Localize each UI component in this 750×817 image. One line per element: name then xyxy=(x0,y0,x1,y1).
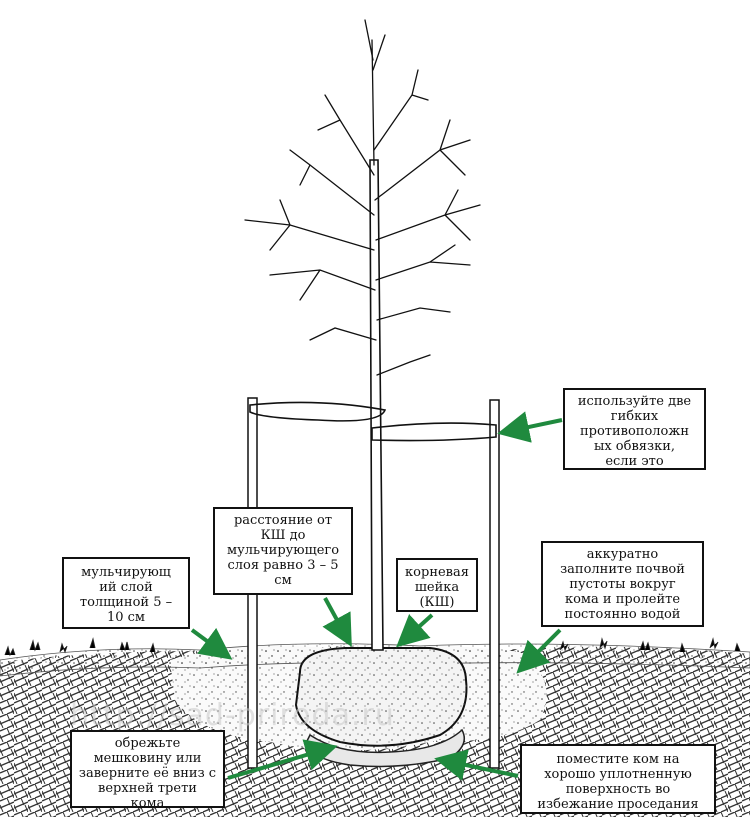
label-fill-soil-line-3: пустоты вокруг xyxy=(569,577,676,592)
arrow-burlap xyxy=(227,739,338,780)
label-mulch-line-3: толщиной 5 – xyxy=(79,595,173,610)
label-compact-line-3: поверхность во xyxy=(565,782,671,797)
grass xyxy=(4,637,741,657)
label-ties-line-5: если это xyxy=(605,454,664,469)
burlap xyxy=(304,728,465,768)
label-mulch-line-2: ий слой xyxy=(99,580,153,595)
label-compact-line-2: хорошо уплотненную xyxy=(544,767,692,782)
label-compact: поместите ком на хорошо уплотненную пове… xyxy=(520,744,716,814)
tree-trunk xyxy=(369,159,384,651)
tree-ties xyxy=(249,401,497,442)
label-distance-line-5: см xyxy=(274,573,292,588)
arrow-root-collar xyxy=(396,613,434,648)
label-burlap: обрежьте мешковину или заверните её вниз… xyxy=(70,730,225,808)
watermark: http://sad-priroda.ru xyxy=(70,698,395,733)
label-fill-soil-line-4: кома и пролейте xyxy=(564,592,681,607)
label-ties-line-4: ых обвязки, xyxy=(594,439,675,454)
label-root-collar-line-1: корневая xyxy=(405,565,469,580)
label-distance-line-1: расстояние от xyxy=(233,513,333,528)
label-burlap-line-2: мешковину или xyxy=(93,751,202,766)
label-burlap-line-1: обрежьте xyxy=(114,736,181,751)
arrow-compact xyxy=(434,749,519,781)
root-ball-texture xyxy=(296,648,467,746)
label-root-collar-line-2: шейка xyxy=(414,580,460,595)
label-ties-line-2: гибких xyxy=(610,409,659,424)
label-burlap-line-5: кома xyxy=(130,796,165,808)
label-root-collar: корневая шейка (КШ) xyxy=(396,558,478,612)
label-root-collar-line-3: (КШ) xyxy=(419,595,455,610)
stake-right xyxy=(489,399,500,769)
label-distance-line-3: мульчирующего xyxy=(226,543,340,558)
arrow-mulch xyxy=(190,627,233,660)
label-compact-line-4: избежание проседания xyxy=(537,797,699,812)
arrow-ties xyxy=(497,411,563,443)
label-burlap-line-3: заверните её вниз с xyxy=(78,766,217,781)
label-fill-soil-line-2: заполните почвой xyxy=(560,562,685,577)
arrows xyxy=(190,411,563,781)
label-mulch-line-4: 10 см xyxy=(106,610,146,625)
label-ties: используйте две гибких противоположн ых … xyxy=(563,388,706,470)
label-fill-soil-line-5: постоянно водой xyxy=(564,607,681,622)
label-fill-soil-line-1: аккуратно xyxy=(586,547,659,562)
label-mulch-line-1: мульчирующ xyxy=(81,565,171,580)
label-compact-line-1: поместите ком на xyxy=(556,752,680,767)
arrow-distance xyxy=(322,597,352,648)
arrow-fill-soil xyxy=(516,628,562,674)
label-ties-line-3: противоположн xyxy=(579,424,689,439)
label-distance: расстояние от КШ до мульчирующего слоя р… xyxy=(213,507,353,595)
label-ties-line-1: используйте две xyxy=(577,394,692,409)
tree-branches xyxy=(244,19,481,376)
label-distance-line-2: КШ до xyxy=(260,528,306,543)
label-burlap-line-4: верхней трети xyxy=(98,781,197,796)
label-fill-soil: аккуратно заполните почвой пустоты вокру… xyxy=(541,541,704,627)
label-distance-line-4: слоя равно 3 – 5 xyxy=(227,558,339,573)
label-mulch: мульчирующ ий слой толщиной 5 – 10 см xyxy=(62,557,190,629)
